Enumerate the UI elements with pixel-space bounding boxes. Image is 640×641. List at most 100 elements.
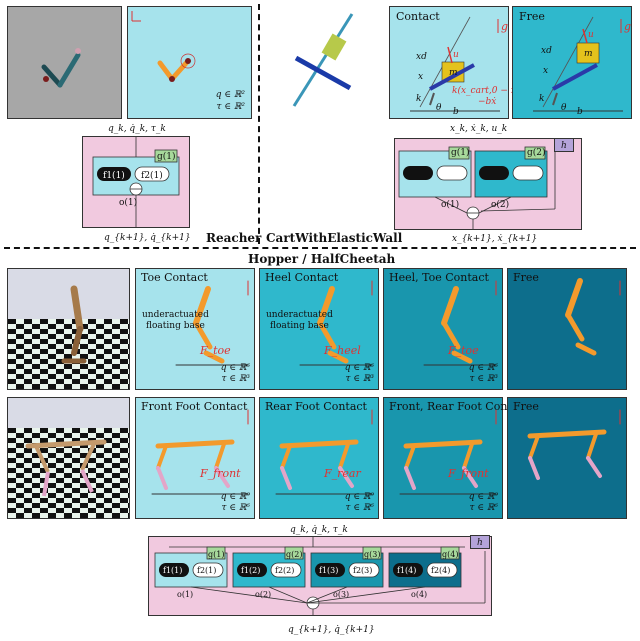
o-label: o(3) (333, 590, 349, 599)
reacher-dims-tau: τ ∈ ℝ² (216, 102, 245, 112)
g-block (362, 546, 382, 560)
bottom-block-diagram: g(1)f1(1)f2(1)o(1)g(2)f1(2)f2(2)o(2)g(3)… (148, 536, 492, 616)
f1-block (237, 563, 267, 577)
cart-contact-xd: xd (416, 52, 427, 62)
hopper-panel-title: Toe Contact (141, 271, 208, 284)
cart-contact-title: Contact (396, 10, 440, 23)
cheetah-panel-title: Rear Foot Contact (265, 400, 367, 413)
cart-contact-u: u (453, 50, 459, 60)
floating-base-label: floating base (146, 321, 205, 331)
o-label: o(1) (177, 590, 193, 599)
cheetah-panel-title: Front Foot Contact (141, 400, 248, 413)
cart-contact-panel: Contact g m u xd x k(x_cart,0 − x) −bẋ k… (389, 6, 519, 119)
f2-block (426, 562, 458, 578)
f2-block (348, 562, 380, 578)
bottom-h-block: h (470, 535, 490, 549)
cart-free-x: x (543, 66, 549, 76)
cart-sim-render (266, 6, 384, 119)
cart-g2: g(2) (527, 148, 546, 158)
g-label: g(2) (286, 550, 302, 559)
cheetah-contact-force: F_rear (324, 467, 361, 480)
g-block (206, 546, 226, 560)
cheetah-robot-drawing (275, 409, 373, 495)
g-label: g(1) (208, 550, 224, 559)
cheetah-dims-q: q ∈ ℝ⁹ (468, 492, 498, 502)
cheetah-dims-tau: τ ∈ ℝ⁶ (469, 503, 498, 513)
cart-o1: o(1) (441, 200, 460, 210)
hopper-panel-title: Free (513, 271, 539, 284)
reacher-schematic-drawing (131, 11, 196, 82)
o-label: o(2) (255, 590, 271, 599)
hopper-dims-tau: τ ∈ ℝ³ (221, 374, 250, 384)
reacher-io-out: q_{k+1}, q̇_{k+1} (104, 233, 191, 243)
cart-contact-m: m (449, 68, 458, 78)
reacher-o: o(1) (119, 198, 138, 208)
cart-o2: o(2) (491, 200, 510, 210)
g-label: g(4) (442, 550, 458, 559)
cheetah-dims-q: q ∈ ℝ⁹ (344, 492, 374, 502)
cart-free-title: Free (519, 10, 545, 23)
reacher-diagram-lines (92, 137, 180, 227)
cheetah-sim-render (7, 397, 130, 519)
hopper-contact-force: F_toe (448, 344, 479, 357)
cart-io-out: x_{k+1}, ẋ_{k+1} (452, 234, 538, 244)
f1-block (393, 563, 423, 577)
reacher-f2: f2(1) (141, 171, 163, 181)
cart-contact-x: x (418, 72, 424, 82)
floating-base-label: underactuated (142, 310, 209, 320)
hopper-dims-q: q ∈ ℝ⁶ (220, 363, 250, 373)
floating-base-label: floating base (270, 321, 329, 331)
f2-block (192, 562, 224, 578)
hopper-panel-title: Heel, Toe Contact (389, 271, 489, 284)
cheetah-dims-tau: τ ∈ ℝ⁶ (221, 503, 250, 513)
cart-free-panel: Free g m u xd x k θ b (512, 6, 632, 119)
reacher-dims-q: q ∈ ℝ² (215, 90, 245, 100)
floating-base-label: underactuated (266, 310, 333, 320)
f1-block (159, 563, 189, 577)
f1-block (315, 563, 345, 577)
cart-free-drawing (533, 16, 623, 112)
horizontal-separator (4, 247, 636, 249)
cart-free-g: g (624, 20, 632, 33)
reacher-io-in: q_k, q̇_k, τ_k (108, 124, 166, 134)
cheetah-contact-force: F_front (200, 467, 241, 480)
o-label: o(4) (411, 590, 427, 599)
section-title-cart: CartWithElasticWall (266, 231, 403, 245)
cheetah-checkerboard-image (8, 398, 129, 518)
cart-io-in: x_k, ẋ_k, u_k (450, 124, 508, 134)
cart-diagram-lines (398, 145, 556, 229)
hopper-panel-title: Heel Contact (265, 271, 339, 284)
hopper-contact-force: F_heel (324, 344, 361, 357)
f1-label: f1(3) (319, 566, 338, 575)
cart-contact-b: b (453, 107, 459, 117)
cart-free-m: m (584, 49, 593, 59)
cart-free-theta: θ (561, 103, 567, 113)
cart-contact-damp: −bẋ (478, 97, 497, 107)
hopper-robot-drawing (175, 280, 249, 366)
hopper-dims-q: q ∈ ℝ⁶ (468, 363, 498, 373)
hopper-robot-drawing (423, 280, 497, 366)
f2-label: f2(2) (275, 566, 294, 575)
hopper-checkerboard-image (8, 269, 129, 389)
hopper-dims-q: q ∈ ℝ⁶ (344, 363, 374, 373)
g-block (284, 546, 304, 560)
reacher-sim-render (7, 6, 122, 119)
cheetah-robot-drawing (527, 409, 621, 480)
bottom-io-out: q_{k+1}, q̇_{k+1} (288, 625, 375, 635)
section-title-hopper: Hopper / HalfCheetah (248, 252, 396, 266)
reacher-arm-image (8, 7, 121, 118)
bottom-diagram-lines: g(1)f1(1)f2(1)o(1)g(2)f1(2)f2(2)o(2)g(3)… (154, 537, 486, 615)
g-block (440, 546, 460, 560)
cheetah-panel-title: Free (513, 400, 539, 413)
hopper-contact-force: F_toe (200, 344, 231, 357)
hopper-dims-tau: τ ∈ ℝ³ (469, 374, 498, 384)
f2-block (270, 562, 302, 578)
mode-output-line (306, 586, 426, 604)
cart-g1: g(1) (451, 148, 470, 158)
f1-label: f1(1) (163, 566, 182, 575)
cart-contact-g: g (501, 20, 509, 33)
cart-h-block: h (554, 138, 574, 152)
hopper-sim-render (7, 268, 130, 390)
